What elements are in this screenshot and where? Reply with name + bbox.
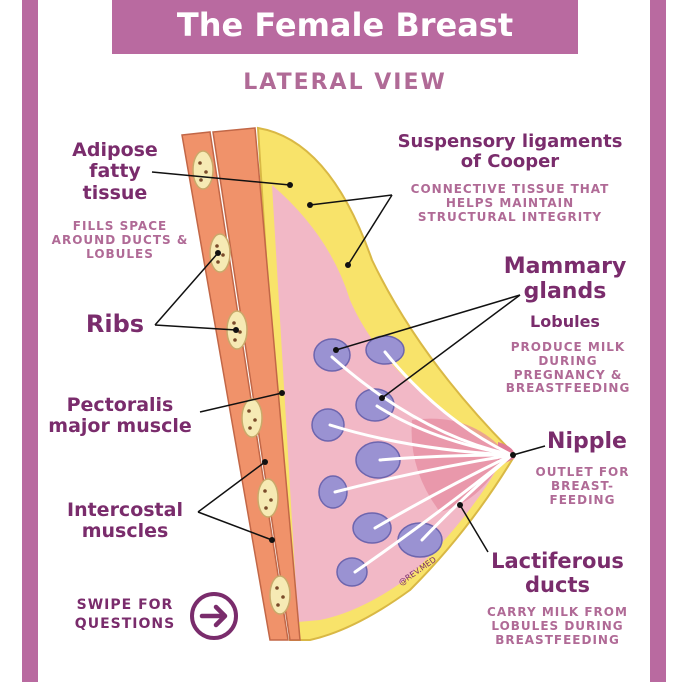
label-suspensory: Suspensory ligaments of Cooper (397, 131, 623, 173)
lobules-group (311, 335, 443, 587)
leader-ribs-2 (154, 324, 237, 331)
label-pectoralis: Pectoralis major muscle (48, 394, 192, 438)
rib-6 (269, 575, 291, 615)
leader-suspensory-2 (347, 194, 393, 266)
left-border (22, 0, 38, 682)
leader-lactiferous (459, 504, 489, 553)
desc-suspensory: CONNECTIVE TISSUE THAT HELPS MAINTAIN ST… (410, 182, 610, 224)
right-border (650, 0, 666, 682)
leader-mammary-2 (381, 294, 521, 399)
label-nipple: Nipple (547, 429, 627, 454)
label-adipose: Adipose fatty tissue (72, 139, 158, 204)
page-title: The Female Breast (176, 6, 514, 44)
leader-suspensory-1 (309, 194, 393, 206)
label-lactiferous: Lactiferous ducts (491, 549, 624, 597)
label-ribs: Ribs (85, 310, 145, 338)
desc-mammary: PRODUCE MILK DURING PREGNANCY & BREASTFE… (505, 340, 631, 396)
desc-nipple: OUTLET FOR BREAST-FEEDING (535, 465, 630, 507)
leader-mammary-1 (335, 294, 521, 351)
leader-lines (151, 171, 546, 553)
rib-5 (257, 478, 279, 518)
label-intercostal: Intercostal muscles (67, 499, 183, 543)
leader-intercostal-1 (197, 461, 266, 513)
page-subtitle: LATERAL VIEW (243, 70, 447, 95)
label-mammary: Mammary glands (503, 254, 627, 304)
arrow-right-circle-icon (190, 592, 238, 640)
desc-adipose: FILLS SPACE AROUND DUCTS & LOBULES (51, 219, 189, 261)
lobule-9 (336, 557, 368, 587)
leader-adipose (151, 171, 291, 186)
leader-intercostal-2 (197, 511, 273, 541)
leader-nipple (512, 445, 546, 456)
lobule-2 (365, 335, 405, 365)
pectoralis-muscle-shape (212, 127, 301, 641)
leader-ribs-1 (154, 252, 219, 326)
swipe-text: SWIPE FOR QUESTIONS (74, 597, 176, 632)
lobule-6 (318, 475, 348, 509)
lobule-4 (311, 408, 345, 442)
rib-4 (241, 398, 263, 438)
desc-lactiferous: CARRY MILK FROM LOBULES DURING BREASTFEE… (487, 605, 628, 647)
leader-pectoralis (199, 392, 283, 413)
swipe-next-button[interactable] (188, 590, 240, 642)
lobule-5 (355, 441, 401, 479)
label-lobules: Lobules (530, 312, 600, 331)
title-banner (112, 0, 578, 54)
ducts-group (328, 350, 514, 574)
lobule-7 (352, 512, 392, 544)
rib-1 (192, 150, 214, 190)
